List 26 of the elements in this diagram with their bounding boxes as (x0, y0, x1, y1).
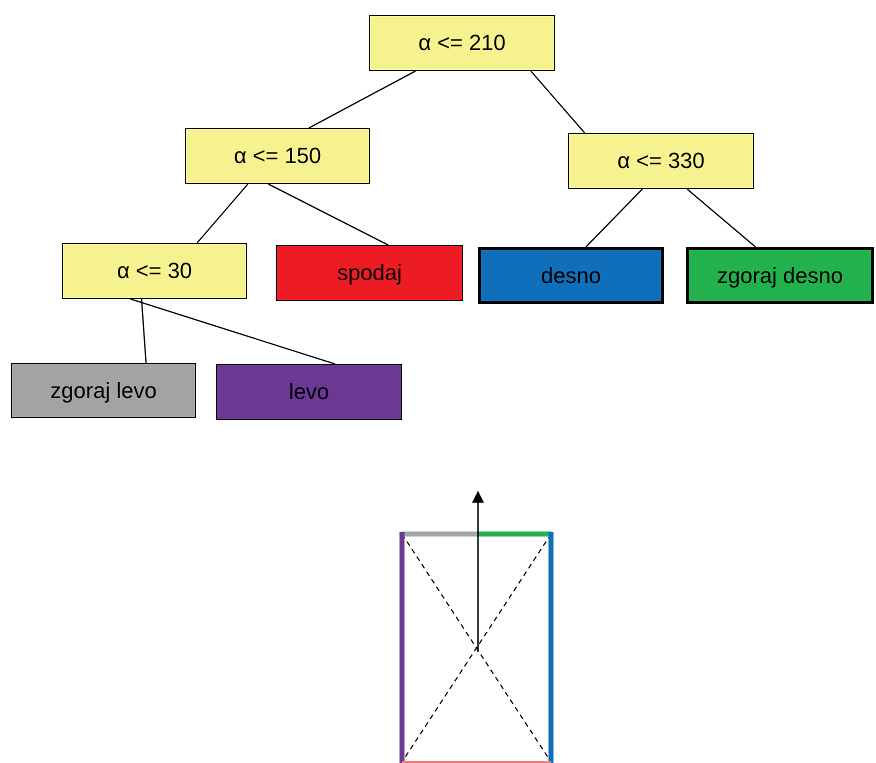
tree-node-box (216, 364, 402, 420)
tree-node-box (568, 133, 754, 189)
node-label: zgoraj desno (717, 262, 843, 288)
tree-node-box (478, 247, 664, 304)
node-label: α <= 330 (617, 148, 705, 174)
connector-line (308, 70, 416, 129)
connector-line (585, 188, 643, 248)
connector-line (530, 70, 586, 134)
tree-node-box (185, 128, 370, 184)
connector-line (130, 298, 336, 365)
node-label: spodaj (337, 260, 402, 286)
node-label: α <= 30 (116, 258, 192, 284)
tree-node-box (686, 247, 874, 304)
connector-line (196, 184, 248, 244)
node-label: desno (541, 262, 601, 288)
tree-node-box (276, 245, 463, 301)
node-label: α <= 210 (418, 30, 506, 56)
connector-line (140, 298, 147, 364)
connector-line (686, 188, 756, 248)
node-label: levo (288, 379, 330, 405)
connector-line (268, 183, 388, 246)
node-label: zgoraj levo (50, 378, 157, 404)
node-label: α <= 150 (234, 143, 322, 169)
tree-node-box (11, 363, 196, 418)
tree-node-box (62, 243, 247, 299)
tree-node-box (369, 15, 555, 71)
